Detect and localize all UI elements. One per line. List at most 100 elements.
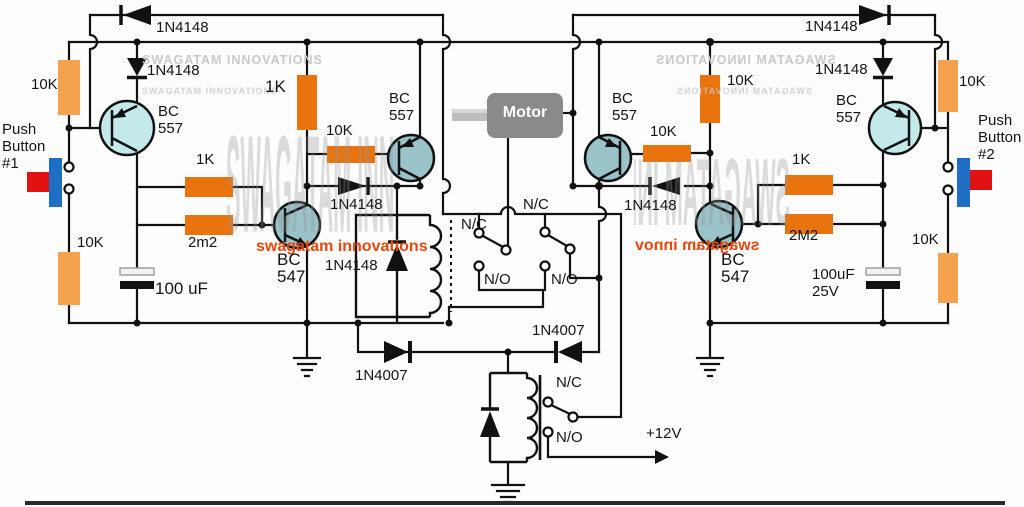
label-no1: N/O: [484, 271, 511, 288]
resistors: [58, 60, 958, 305]
r3r-chain: [618, 40, 712, 206]
relay1-flyback-diode: [386, 244, 408, 271]
npn-arrow: [710, 236, 722, 246]
resistor-2m2-right: [785, 214, 833, 234]
branch-right: [831, 183, 885, 226]
resistor-10k-left-horiz: [327, 146, 375, 163]
push-button-2-terminal-b: [942, 184, 954, 196]
motor-body: [487, 93, 563, 138]
transistor-bc547-left: [272, 200, 322, 250]
label-r-10k-left-bottom: 10K: [77, 234, 104, 251]
label-q3-right-line1: BC: [721, 250, 745, 269]
label-diode-top-left: 1N4148: [156, 19, 209, 36]
label-q2-right-line1: BC: [612, 90, 633, 107]
label-cap-left: 100 uF: [155, 279, 208, 298]
center-right-vertical: [571, 13, 582, 188]
resistor-10k-right-bottom: [938, 253, 958, 303]
motor-shaft-highlight: [452, 109, 488, 113]
cap-left-plate-bottom: [120, 281, 154, 289]
resistor-10k-right-top: [938, 60, 958, 112]
label-pb2-line2: Button: [978, 129, 1022, 146]
ground-right: [695, 321, 725, 378]
diode-1n4148-clamp-right: [873, 58, 893, 80]
label-diode-mid-left: 1N4148: [330, 196, 383, 213]
label-q1-left-line2: 557: [158, 120, 184, 137]
label-r-1k-right: 1K: [792, 151, 811, 168]
diode-1n4148-mid-right: [648, 177, 680, 195]
diode-1n4007-right: [554, 341, 582, 363]
resistor-10k-right-horiz: [643, 145, 691, 162]
center-left-vertical: [441, 13, 452, 216]
label-cap-right: 100uF 25V: [812, 266, 855, 300]
label-diode-top-right: 1N4148: [805, 18, 858, 35]
label-nc1: N/C: [461, 216, 487, 233]
label-q1-right: BC 557: [836, 92, 861, 126]
label-r-10k-right-bottom: 10K: [912, 231, 939, 248]
relay2-arm: [550, 404, 571, 415]
push-button-1-terminal-a: [63, 161, 75, 173]
label-r-10k-right-horiz: 10K: [650, 123, 677, 140]
wire-hop-right: [933, 13, 944, 130]
label-diode-clamp-left: 1N4148: [147, 62, 200, 79]
branch-left: [135, 185, 187, 227]
relay2-nc-contact: [542, 396, 554, 408]
push-button-1-cap: [27, 172, 49, 192]
capacitors: [119, 267, 901, 289]
r3l-chain: [305, 40, 401, 188]
relay-1: [354, 213, 452, 319]
resistor-2m2-left: [185, 215, 233, 235]
label-no2: N/O: [551, 271, 578, 288]
label-supply-12v: +12V: [646, 425, 682, 442]
label-q1-right-line1: BC: [836, 92, 857, 109]
contact-feed-wire: [441, 205, 623, 419]
resistor-10k-right-vert: [700, 75, 720, 123]
ground-left: [292, 321, 322, 378]
label-q2-right: BC 557: [612, 90, 637, 124]
pole2-arm: [547, 234, 568, 247]
label-diode-mid-right: 1N4148: [624, 197, 677, 214]
label-cap-right-line2: 25V: [812, 283, 839, 300]
relay1-box: [354, 213, 430, 319]
nc2-contact: [539, 226, 551, 238]
motor: [452, 93, 563, 138]
pole2-wires: [543, 212, 601, 280]
label-q2-left: BC 557: [389, 90, 414, 124]
label-q2-left-line2: 557: [389, 107, 415, 124]
cap-left-plate-top: [119, 267, 155, 276]
diode-1n4148-mid-left: [338, 177, 370, 195]
no1-contact: [473, 260, 485, 272]
push-button-1-plunger: [49, 158, 62, 207]
label-q1-left: BC 557: [158, 103, 183, 137]
diode-1n4148-top-left: [119, 5, 151, 25]
label-q3-left-line1: BC: [277, 250, 301, 269]
label-r-10k-left-top: 10K: [31, 76, 58, 93]
junction-dots: [65, 38, 939, 356]
transistor-bc557-inner-right: [583, 133, 633, 183]
resistor-10k-left-bottom: [58, 252, 80, 305]
relay2-no-contact: [542, 426, 554, 438]
push-button-2-terminal-a: [942, 161, 954, 173]
transistors: [98, 99, 923, 250]
npn-arrow: [296, 237, 308, 247]
label-q3-left-line2: 547: [277, 267, 306, 286]
plus12-wire: [546, 435, 657, 459]
pnp-arrow: [895, 108, 907, 118]
relay2-coil: [525, 373, 539, 462]
supply-arrow-icon: [655, 450, 669, 464]
resistor-1k-left: [185, 177, 233, 197]
label-pb2-line3: #2: [978, 146, 995, 163]
label-q3-left: BC 547: [277, 251, 305, 285]
transistor-bc557-inner-left: [386, 133, 436, 183]
diode-1n4007-left: [384, 341, 412, 363]
label-cap-right-line1: 100uF: [812, 266, 855, 283]
label-relay1-diode: 1N4148: [325, 257, 378, 274]
label-push-button-2: Push Button #2: [978, 112, 1021, 163]
no2-contact: [539, 260, 551, 272]
label-pb1-line2: Button: [2, 138, 46, 155]
watermark-brand-left-small: SWAGATAM INNOVATIONS: [142, 86, 278, 96]
label-nc2: N/C: [523, 196, 549, 213]
resistor-1k-left-vert: [297, 75, 317, 130]
label-r-2m2-left: 2m2: [188, 234, 218, 251]
